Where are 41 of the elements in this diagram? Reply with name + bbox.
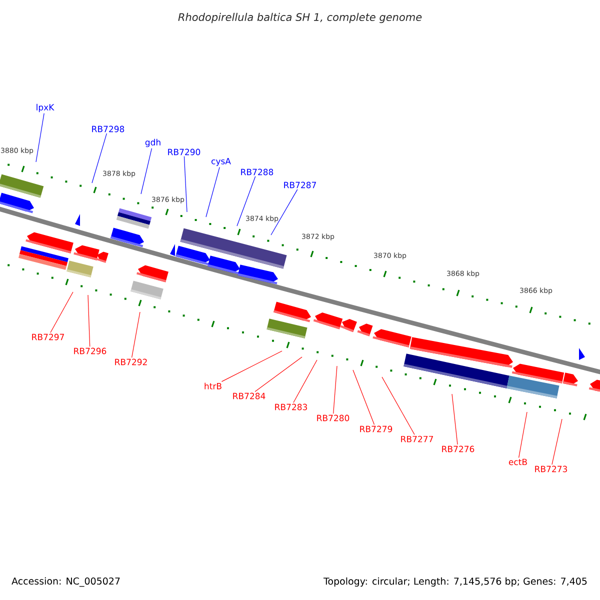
leader-line	[140, 148, 152, 194]
accession-note: Accession: NC_005027	[12, 577, 120, 587]
gene-label: RB7273	[535, 466, 567, 472]
leader-line	[132, 312, 140, 358]
leader-line	[206, 166, 220, 218]
title: Rhodopirellula baltica SH 1, complete genome	[178, 12, 422, 24]
leader-line	[382, 376, 415, 435]
gene-label: RB7288	[241, 168, 274, 176]
gene-label: lpxK	[36, 104, 54, 112]
leader-line	[92, 133, 107, 184]
gene-label: RB7287	[284, 182, 316, 188]
leader-line	[552, 418, 562, 465]
leader-line	[352, 370, 375, 425]
leader-line	[452, 394, 458, 445]
leader-line	[293, 360, 318, 403]
gene-label: RB7297	[32, 334, 64, 340]
gene-label: RB7280	[317, 414, 350, 422]
genome-stats: Topology: circular; Length: 7,145,576 bp; Genes: 7,405	[323, 577, 587, 587]
gene-label: RB7284	[233, 392, 266, 400]
gene-label: RB7277	[401, 436, 433, 442]
gene-label: RB7296	[74, 348, 106, 354]
gene-label: RB7290	[168, 148, 200, 156]
leader-line	[184, 156, 188, 212]
gene-label: RB7276	[442, 446, 474, 452]
leader-line	[36, 113, 44, 162]
leader-line	[254, 356, 302, 392]
leader-line	[221, 350, 282, 382]
leader-line	[236, 176, 256, 226]
leader-line	[518, 412, 528, 458]
gene-label: gdh	[145, 138, 160, 148]
gene-label: htrB	[204, 382, 222, 390]
leader-line	[88, 294, 90, 347]
gene-label: ectB	[508, 458, 527, 466]
gene-label: RB7283	[275, 404, 307, 410]
leader-line	[50, 292, 74, 333]
leader-line	[333, 366, 338, 414]
gene-label: RB7292	[115, 358, 147, 366]
gene-label: cysA	[212, 158, 231, 166]
leader-line	[270, 189, 298, 236]
gene-label: RB7298	[92, 126, 124, 132]
gene-label: RB7279	[360, 426, 392, 432]
